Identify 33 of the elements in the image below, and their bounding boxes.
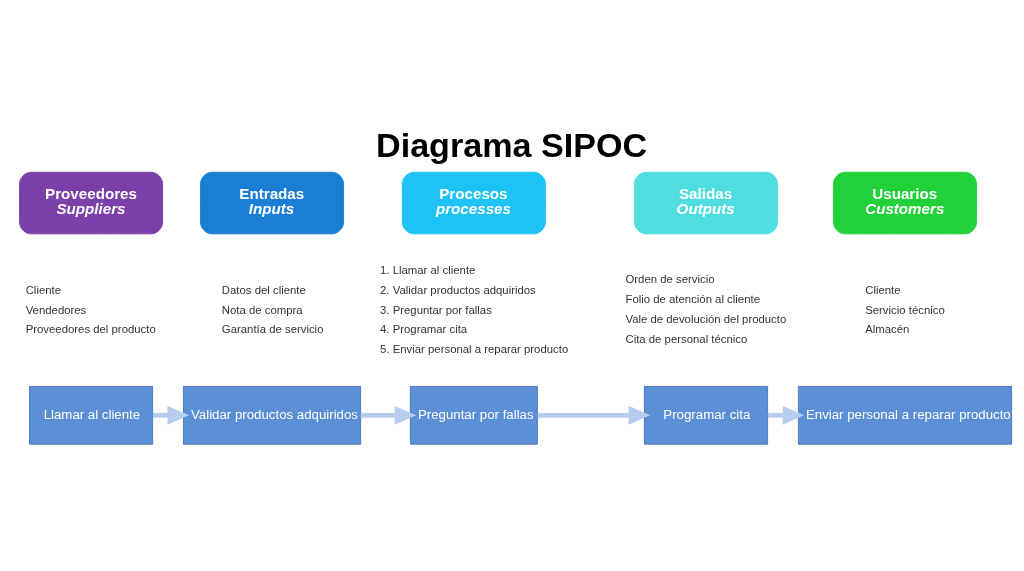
node-box: Procesos processes xyxy=(401,171,546,235)
node-box: Proveedores Suppliers xyxy=(19,171,164,235)
node-label: Folio de atención al cliente xyxy=(625,293,760,306)
node-label: 5. Enviar personal a reparar producto xyxy=(380,343,569,356)
node-box: Usuarios Customers xyxy=(832,171,977,235)
node-label: Cita de personal técnico xyxy=(625,332,748,345)
node-box: Validar productos adquiridos xyxy=(182,385,362,445)
node-label: 1. Llamar al cliente xyxy=(380,263,476,276)
node-box: Llamar al cliente xyxy=(29,385,154,445)
node-box: Enviar personal a reparar producto xyxy=(797,385,1013,445)
node-label: Vendedores xyxy=(25,303,87,316)
node-box: Programar cita xyxy=(643,385,769,445)
arrow xyxy=(152,405,190,425)
node-label: Proveedores del producto xyxy=(25,323,156,336)
node-label: Servicio técnico xyxy=(865,303,945,316)
node-box: Preguntar por fallas xyxy=(409,385,538,445)
arrow xyxy=(360,405,417,425)
node-label: Almacén xyxy=(865,323,910,336)
arrow xyxy=(537,405,651,425)
node-label: Nota de compra xyxy=(221,303,303,316)
node-box: Entradas Inputs xyxy=(200,171,345,235)
node-box: Salidas Outputs xyxy=(634,171,778,235)
arrow xyxy=(767,405,805,425)
node-label: Vale de devolución del producto xyxy=(625,313,787,326)
node-label: Cliente xyxy=(865,283,901,296)
node-label: Datos del cliente xyxy=(221,283,306,296)
node-label: 2. Validar productos adquiridos xyxy=(380,283,536,296)
node-label: Orden de servicio xyxy=(625,273,715,286)
node-label: Garantía de servicio xyxy=(221,323,324,336)
node-label: 4. Programar cita xyxy=(380,323,468,336)
node-label: Cliente xyxy=(25,283,62,296)
node-label: 3. Preguntar por fallas xyxy=(380,303,492,316)
diagram-title: Diagrama SIPOC xyxy=(376,125,648,164)
